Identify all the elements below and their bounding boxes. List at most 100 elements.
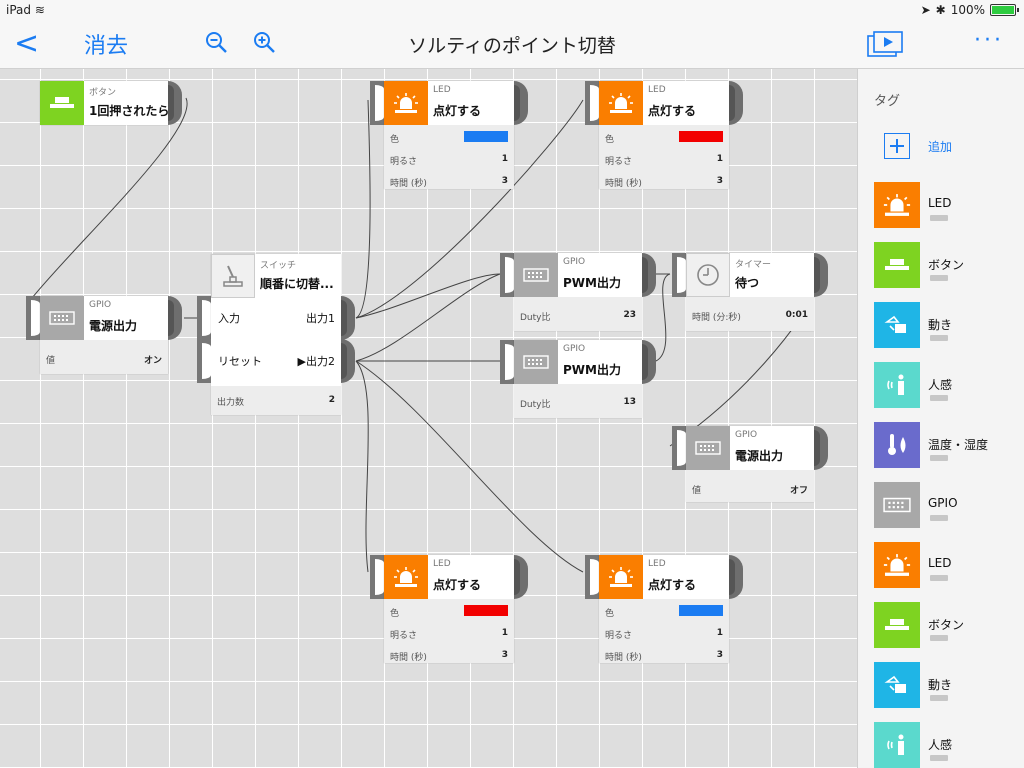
param-time[interactable]: 時間 (秒)3 bbox=[390, 171, 508, 191]
switch-output2-port[interactable] bbox=[341, 339, 355, 383]
gpio-off-input-port[interactable] bbox=[672, 426, 686, 470]
tag-item[interactable]: 動き bbox=[874, 662, 1014, 708]
switch-output1-port[interactable] bbox=[341, 296, 355, 340]
button-block[interactable]: ボタン 1回押されたら bbox=[40, 81, 169, 125]
color-swatch bbox=[679, 605, 723, 616]
tag-item[interactable]: GPIO bbox=[874, 482, 1014, 528]
tag-item[interactable]: 人感 bbox=[874, 362, 1014, 408]
more-menu-button[interactable]: ··· bbox=[974, 28, 1004, 53]
gpio-on-input-port[interactable] bbox=[26, 296, 40, 340]
switch-reset-port[interactable] bbox=[197, 339, 211, 383]
led2-output-port[interactable] bbox=[729, 81, 743, 125]
block-params: 値オフ bbox=[686, 470, 814, 502]
led3-input-port[interactable] bbox=[370, 555, 384, 599]
gpio-icon bbox=[686, 426, 730, 470]
switch-output1-label: 出力1 bbox=[306, 312, 335, 325]
block-category: GPIO bbox=[735, 430, 758, 440]
zoom-in-icon[interactable] bbox=[252, 30, 276, 54]
param-time[interactable]: 時間 (秒)3 bbox=[605, 645, 723, 665]
gpio-off-output-port[interactable] bbox=[814, 426, 828, 470]
param-value[interactable]: 値オフ bbox=[692, 478, 808, 498]
param-color[interactable]: 色 bbox=[390, 127, 508, 147]
led4-output-port[interactable] bbox=[729, 555, 743, 599]
param-key: 時間 (秒) bbox=[390, 653, 427, 663]
location-icon: ➤ bbox=[920, 3, 931, 17]
param-time[interactable]: 時間 (秒) 3 bbox=[390, 645, 508, 665]
param-key: 色 bbox=[390, 609, 400, 619]
pwm1-output-port[interactable] bbox=[642, 253, 656, 297]
recipe-canvas[interactable]: ボタン 1回押されたら GPIO 電源出力 値 オン スイッチ 順番に切替...… bbox=[0, 69, 857, 768]
led1-input-port[interactable] bbox=[370, 81, 384, 125]
button-output-port[interactable] bbox=[168, 81, 182, 125]
switch-block[interactable]: スイッチ 順番に切替... 入力 出力1 リセット ▶出力2 出力数 2 bbox=[211, 254, 341, 415]
led4-input-port[interactable] bbox=[585, 555, 599, 599]
led-icon bbox=[874, 542, 920, 588]
zoom-out-icon[interactable] bbox=[204, 30, 228, 54]
param-val: 1 bbox=[501, 628, 508, 638]
tag-item[interactable]: 人感 bbox=[874, 722, 1014, 768]
tag-item[interactable]: 温度・湿度 bbox=[874, 422, 1014, 468]
switch-input-port[interactable] bbox=[197, 296, 211, 340]
led1-output-port[interactable] bbox=[514, 81, 528, 125]
navigation-bar: < 消去 ソルティのポイント切替 ··· bbox=[0, 20, 1024, 69]
param-key: 値 bbox=[46, 356, 56, 366]
block-name: PWM出力 bbox=[563, 363, 621, 377]
param-color[interactable]: 色 bbox=[605, 127, 723, 147]
param-time[interactable]: 時間 (秒)3 bbox=[605, 171, 723, 191]
param-val: 3 bbox=[501, 650, 508, 660]
button-icon bbox=[874, 242, 920, 288]
gpio-power-on-block[interactable]: GPIO 電源出力 値 オン bbox=[40, 296, 168, 374]
param-color[interactable]: 色 bbox=[390, 601, 508, 621]
gpio-on-output-port[interactable] bbox=[168, 296, 182, 340]
param-value[interactable]: 値 オン bbox=[46, 348, 162, 368]
param-output-count[interactable]: 出力数 2 bbox=[217, 390, 335, 410]
tag-item[interactable]: LED bbox=[874, 182, 1014, 228]
gpio-icon bbox=[40, 296, 84, 340]
pwm1-input-port[interactable] bbox=[500, 253, 514, 297]
tag-item[interactable]: LED bbox=[874, 542, 1014, 588]
block-category: LED bbox=[433, 85, 451, 95]
add-tag-button[interactable] bbox=[884, 133, 910, 159]
led2-input-port[interactable] bbox=[585, 81, 599, 125]
param-color[interactable]: 色 bbox=[605, 601, 723, 621]
led3-output-port[interactable] bbox=[514, 555, 528, 599]
tag-label: ボタン bbox=[928, 618, 965, 632]
param-key: 明るさ bbox=[390, 157, 418, 167]
cancel-button[interactable]: 消去 bbox=[84, 34, 129, 59]
tag-item[interactable]: ボタン bbox=[874, 242, 1014, 288]
tag-label: LED bbox=[928, 556, 952, 570]
back-button[interactable]: < bbox=[14, 26, 40, 61]
pwm2-input-port[interactable] bbox=[500, 340, 514, 384]
block-category: GPIO bbox=[563, 257, 586, 267]
tag-item[interactable]: 動き bbox=[874, 302, 1014, 348]
timer-input-port[interactable] bbox=[672, 253, 686, 297]
battery-indicator-icon bbox=[930, 635, 948, 641]
pwm2-output-port[interactable] bbox=[642, 340, 656, 384]
param-duration[interactable]: 時間 (分:秒)0:01 bbox=[692, 305, 808, 325]
block-name: 点灯する bbox=[433, 578, 482, 592]
run-recipe-icon[interactable] bbox=[866, 30, 906, 58]
color-swatch bbox=[464, 605, 508, 616]
param-key: Duty比 bbox=[520, 313, 551, 323]
timer-output-port[interactable] bbox=[814, 253, 828, 297]
battery-icon bbox=[990, 4, 1019, 16]
param-key: 色 bbox=[605, 135, 615, 145]
timer-block[interactable]: タイマー 待つ 時間 (分:秒)0:01 bbox=[686, 253, 814, 331]
tag-item[interactable]: ボタン bbox=[874, 602, 1014, 648]
gpio-power-off-block[interactable]: GPIO 電源出力 値オフ bbox=[686, 426, 814, 502]
device-label: iPad ≋ bbox=[6, 3, 45, 17]
add-tag-label[interactable]: 追加 bbox=[928, 140, 953, 154]
wifi-icon: ≋ bbox=[34, 3, 45, 17]
